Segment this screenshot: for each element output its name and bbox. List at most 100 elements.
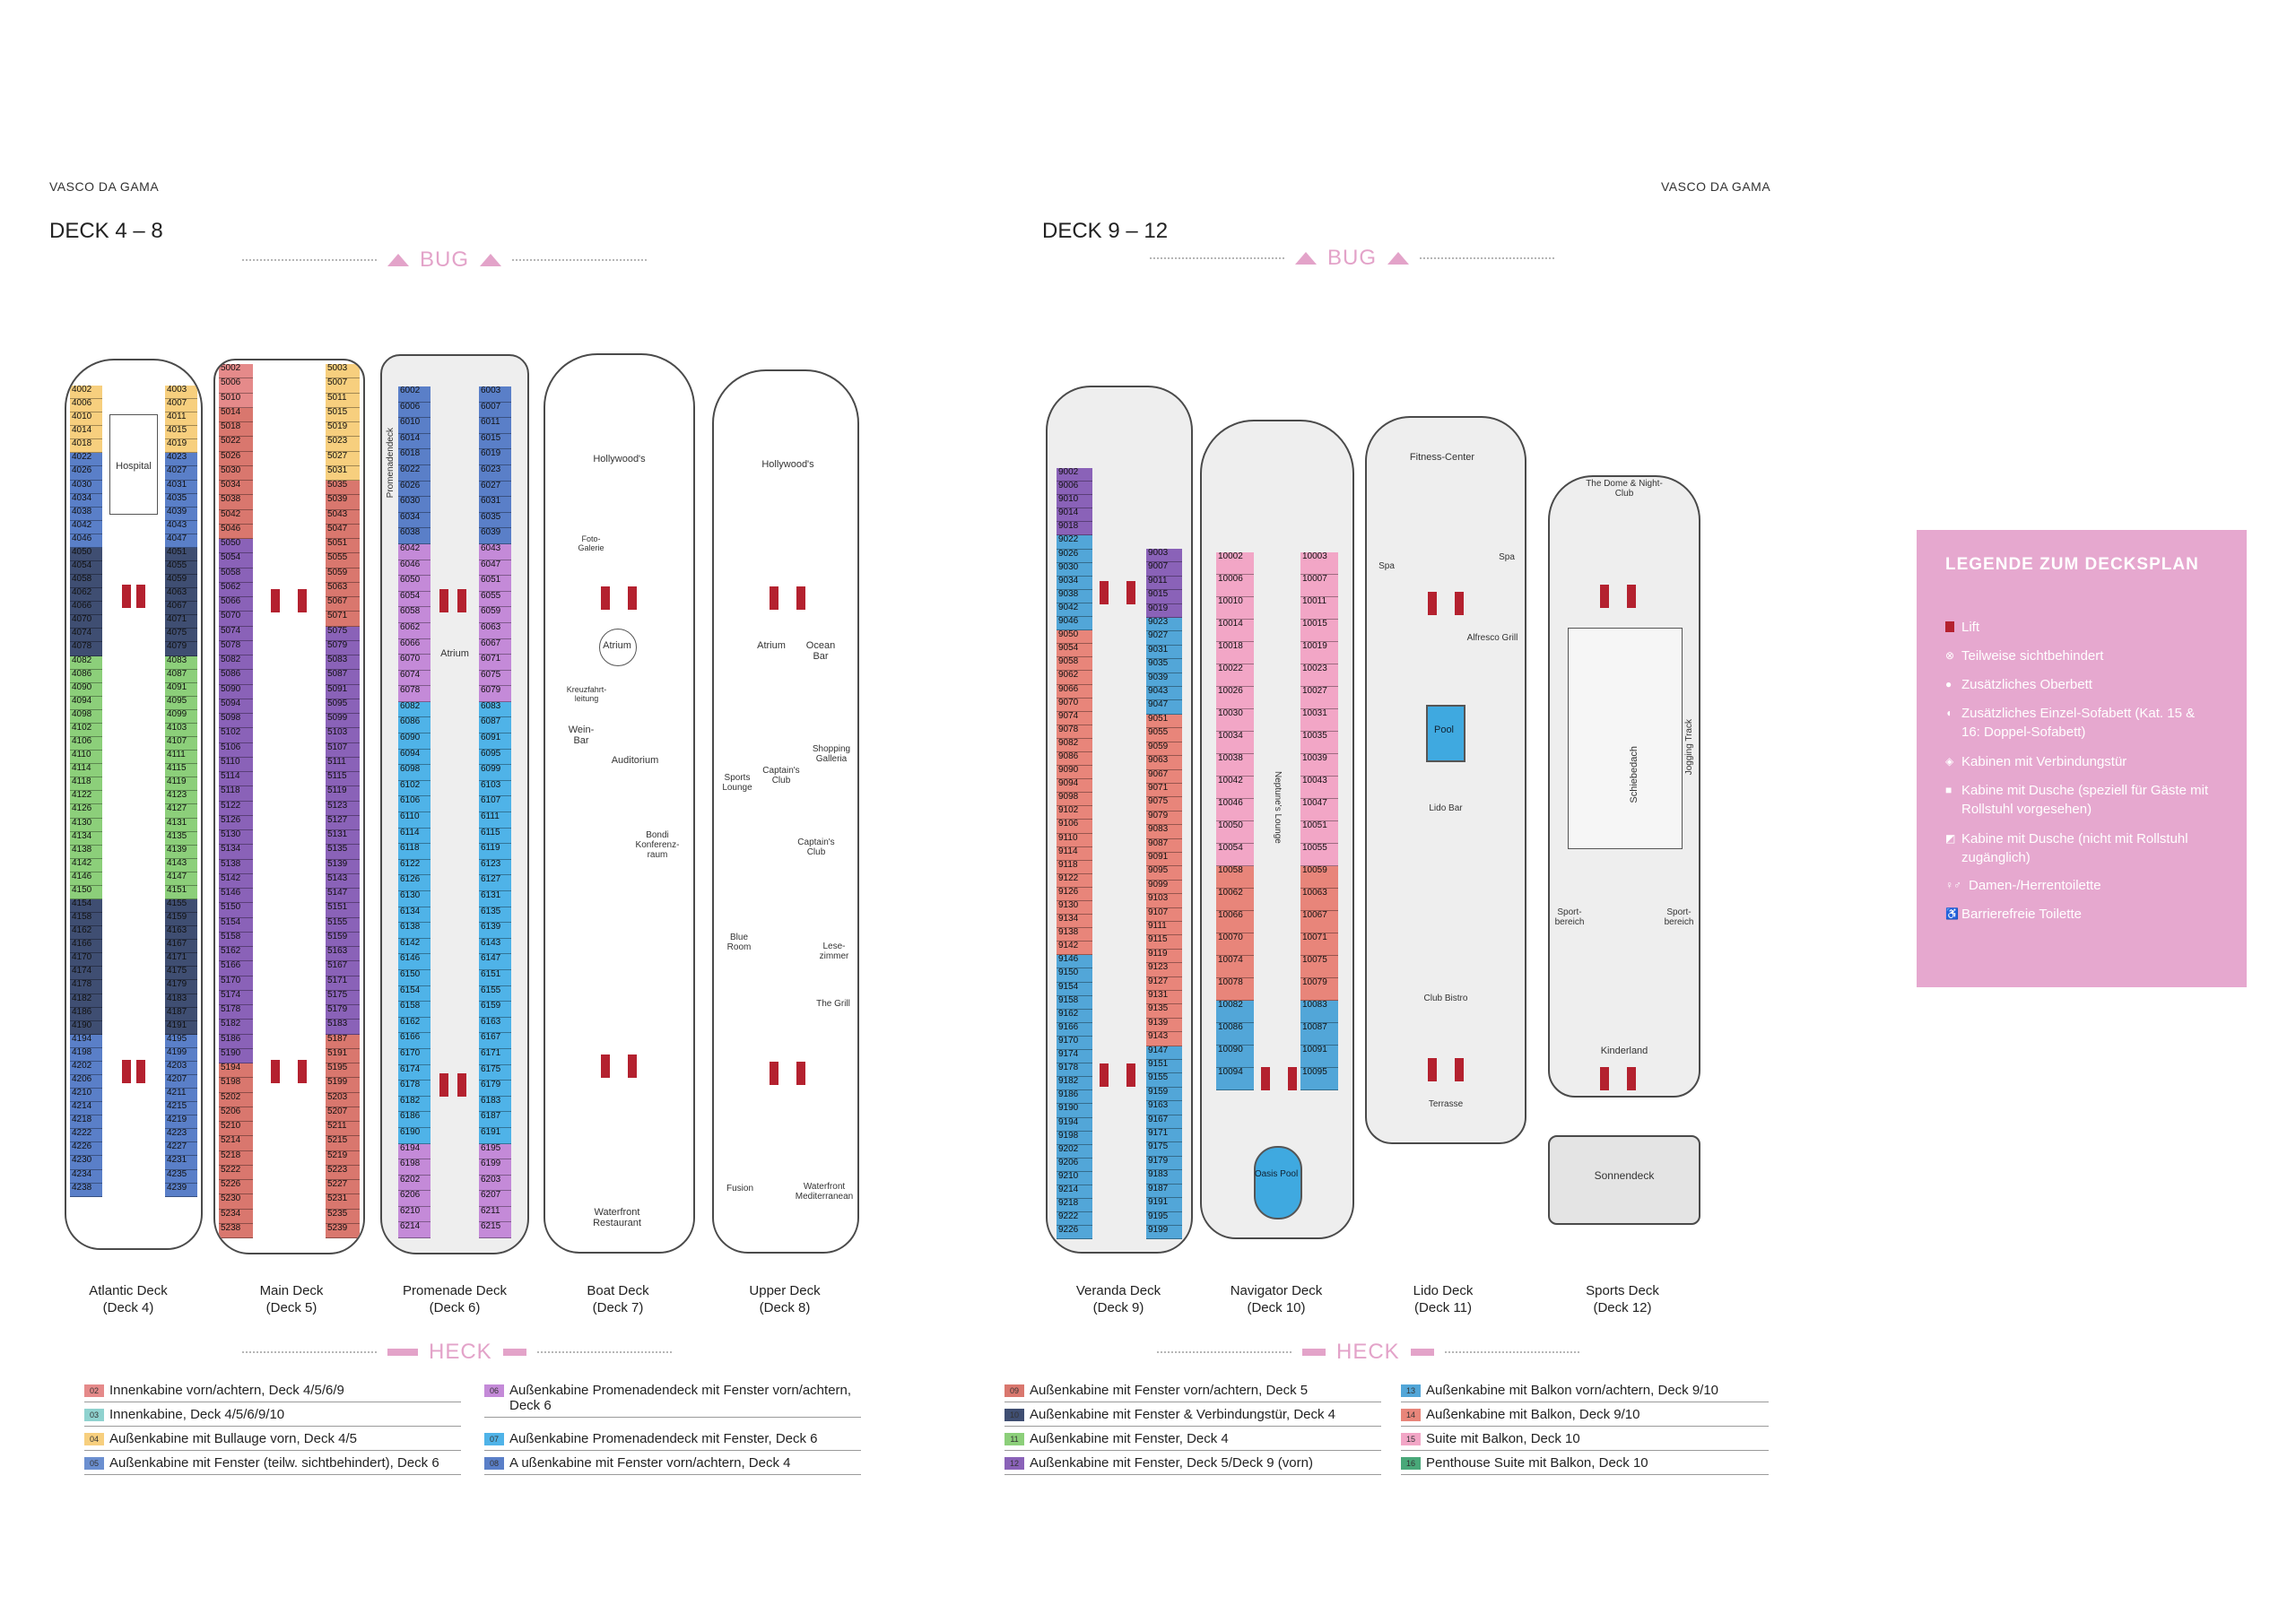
bow-indicator-left: BUG <box>242 247 648 273</box>
cabin: 4198 <box>70 1047 102 1062</box>
cabin: 6063 <box>479 622 511 639</box>
cabin: 5035 <box>326 481 360 496</box>
cabin: 4143 <box>165 858 197 872</box>
cabin: 5026 <box>219 451 253 466</box>
cabin: 9187 <box>1146 1184 1182 1199</box>
cabin: 10031 <box>1300 709 1338 732</box>
cabin: 5206 <box>219 1107 253 1122</box>
cabin: 9210 <box>1057 1171 1092 1185</box>
cabin: 9131 <box>1146 991 1182 1005</box>
cabin: 10074 <box>1216 956 1254 978</box>
cabin: 5158 <box>219 932 253 947</box>
cabin: 5198 <box>219 1078 253 1093</box>
cabin: 9114 <box>1057 846 1092 861</box>
cabin: 6202 <box>398 1175 430 1192</box>
cabin: 4218 <box>70 1115 102 1130</box>
shopping-galleria-label: Shopping Galleria <box>812 744 851 764</box>
promenade-label: Promenadendeck <box>386 428 396 499</box>
legend-item: ■Kabine mit Dusche (speziell für Gäste m… <box>1945 783 2209 817</box>
cabin: 5222 <box>219 1165 253 1180</box>
cabin: 6147 <box>479 954 511 970</box>
waterfront-med-label: Waterfront Mediterranean <box>795 1182 854 1202</box>
cabin: 6122 <box>398 859 430 876</box>
cabin: 4178 <box>70 980 102 994</box>
bow-indicator-right: BUG <box>1150 246 1555 271</box>
cabin: 5134 <box>219 845 253 860</box>
brand-right: VASCO DA GAMA <box>1661 179 1771 194</box>
cabin: 9058 <box>1057 657 1092 672</box>
cabin: 6171 <box>479 1048 511 1065</box>
lift-icon <box>439 1073 448 1097</box>
cabin: 4187 <box>165 1007 197 1021</box>
cabin: 5075 <box>326 626 360 641</box>
cabin: 4163 <box>165 926 197 941</box>
cabin: 5239 <box>326 1223 360 1238</box>
cabin: 5086 <box>219 670 253 685</box>
cabin: 4099 <box>165 709 197 724</box>
cabin: 4078 <box>70 642 102 656</box>
cabin: 5111 <box>326 757 360 772</box>
cabin: 9107 <box>1146 907 1182 922</box>
foto-label: Foto-Galerie <box>578 534 604 552</box>
cabin: 4231 <box>165 1156 197 1170</box>
cabin: 10062 <box>1216 889 1254 911</box>
cabin: 6071 <box>479 655 511 671</box>
cabin: 5219 <box>326 1150 360 1166</box>
cabin: 6058 <box>398 607 430 623</box>
cabin: 6035 <box>479 512 511 529</box>
cabin: 5127 <box>326 815 360 830</box>
cabin: 6154 <box>398 985 430 1002</box>
cabin: 5183 <box>326 1020 360 1035</box>
cabin: 4035 <box>165 493 197 508</box>
cabin: 5122 <box>219 801 253 816</box>
cabin: 6091 <box>479 733 511 750</box>
accessible-toilet-icon: ♿ <box>1945 907 1959 920</box>
cabin: 10059 <box>1300 866 1338 889</box>
cabin: 4087 <box>165 669 197 683</box>
cabin: 4079 <box>165 642 197 656</box>
cabin: 9087 <box>1146 838 1182 853</box>
cabin: 5074 <box>219 626 253 641</box>
cabin: 5230 <box>219 1194 253 1210</box>
spa-label: Spa <box>1378 561 1395 571</box>
ocean-bar-label: Ocean Bar <box>805 640 836 662</box>
cabin: 5130 <box>219 830 253 846</box>
cabin: 10022 <box>1216 664 1254 687</box>
cabin: 4226 <box>70 1142 102 1157</box>
atrium-label: Atrium <box>603 640 631 651</box>
cabin: 4126 <box>70 804 102 819</box>
lift-icon <box>1455 1058 1464 1081</box>
atrium-label: Atrium <box>440 648 469 659</box>
cabin: 5051 <box>326 539 360 554</box>
cabin: 6062 <box>398 622 430 639</box>
kreuzfahrt-label: Kreuzfahrt-leitung <box>566 685 607 703</box>
cabin: 9046 <box>1057 617 1092 631</box>
cabin: 6186 <box>398 1112 430 1128</box>
cabin: 6207 <box>479 1191 511 1207</box>
cabin: 10039 <box>1300 754 1338 777</box>
cabin: 5078 <box>219 640 253 655</box>
cabin: 4239 <box>165 1183 197 1197</box>
cabin: 9134 <box>1057 915 1092 929</box>
cabin: 6095 <box>479 749 511 766</box>
cabin: 6030 <box>398 497 430 513</box>
cabin: 4010 <box>70 412 102 427</box>
cabin: 5231 <box>326 1194 360 1210</box>
cabin: 4027 <box>165 466 197 481</box>
cabin: 5094 <box>219 699 253 714</box>
cabin: 9039 <box>1146 673 1182 688</box>
cabin: 4154 <box>70 898 102 914</box>
cabin: 9082 <box>1057 738 1092 752</box>
cabin: 5170 <box>219 976 253 991</box>
category-text: Innenkabine, Deck 4/5/6/9/10 <box>109 1407 285 1422</box>
category-text: Penthouse Suite mit Balkon, Deck 10 <box>1426 1455 1648 1471</box>
cabin: 6206 <box>398 1191 430 1207</box>
category-swatch: 16 <box>1401 1457 1421 1470</box>
cabin: 9118 <box>1057 860 1092 874</box>
lift-icon <box>770 586 778 610</box>
